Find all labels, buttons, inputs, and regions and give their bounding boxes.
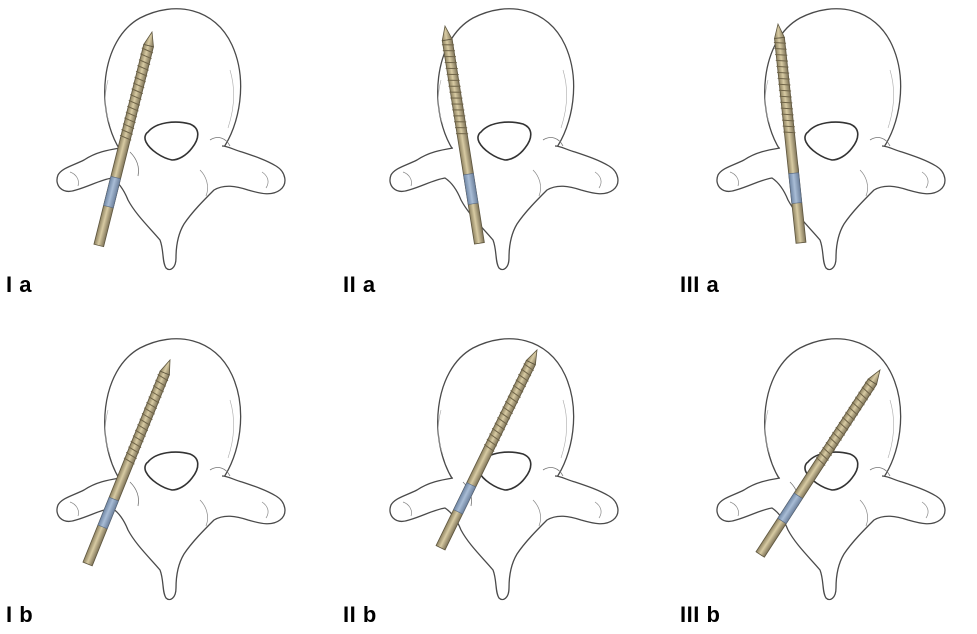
vertebra-screw-illustration: [660, 330, 977, 630]
panel-label: I a: [6, 272, 32, 298]
panel-ii-b: II b: [333, 330, 653, 630]
panel-label: III b: [680, 602, 720, 628]
panel-label: II a: [343, 272, 376, 298]
panel-i-a: I a: [0, 0, 320, 300]
vertebra-screw-illustration: [0, 0, 320, 300]
panel-iii-b: III b: [660, 330, 977, 630]
vertebra-screw-illustration: [333, 0, 653, 300]
vertebra-screw-illustration: [660, 0, 977, 300]
panel-ii-a: II a: [333, 0, 653, 300]
vertebra-screw-illustration: [0, 330, 320, 630]
panel-iii-a: III a: [660, 0, 977, 300]
panel-label: III a: [680, 272, 719, 298]
panel-label: II b: [343, 602, 377, 628]
panel-i-b: I b: [0, 330, 320, 630]
vertebra-screw-illustration: [333, 330, 653, 630]
panel-label: I b: [6, 602, 33, 628]
